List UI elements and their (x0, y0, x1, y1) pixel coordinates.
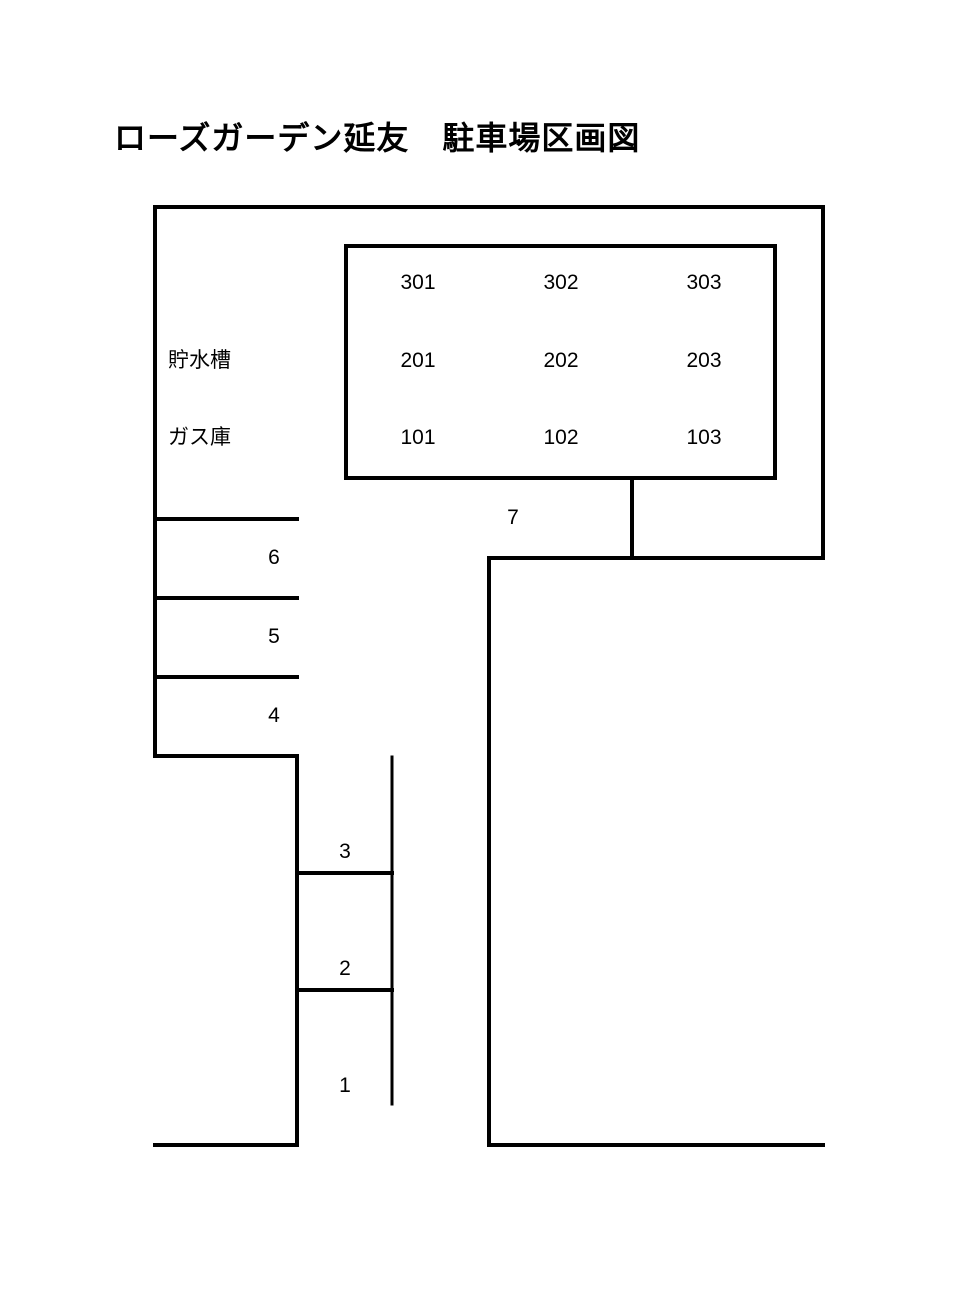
unit-303: 303 (686, 271, 722, 294)
page-title: ローズガーデン延友 駐車場区画図 (114, 119, 641, 157)
building-outline (344, 244, 777, 480)
unit-101: 101 (400, 426, 436, 449)
unit-102: 102 (543, 426, 579, 449)
unit-302: 302 (543, 271, 579, 294)
unit-202: 202 (543, 349, 579, 372)
unit-203: 203 (686, 349, 722, 372)
left-boundary (153, 205, 299, 1147)
unit-301: 301 (400, 271, 436, 294)
water-tank-label: 貯水槽 (168, 349, 231, 372)
gas-storage-label: ガス庫 (168, 426, 231, 449)
outer-boundary (153, 205, 825, 1147)
parking-space-6: 6 (268, 546, 280, 569)
unit-103: 103 (686, 426, 722, 449)
parking-space-7: 7 (507, 506, 519, 529)
parking-space-3: 3 (339, 840, 351, 863)
unit-201: 201 (400, 349, 436, 372)
parking-space-5: 5 (268, 625, 280, 648)
parking-space-2: 2 (339, 957, 351, 980)
parking-space-1: 1 (339, 1074, 351, 1097)
parking-space-4: 4 (268, 704, 280, 727)
